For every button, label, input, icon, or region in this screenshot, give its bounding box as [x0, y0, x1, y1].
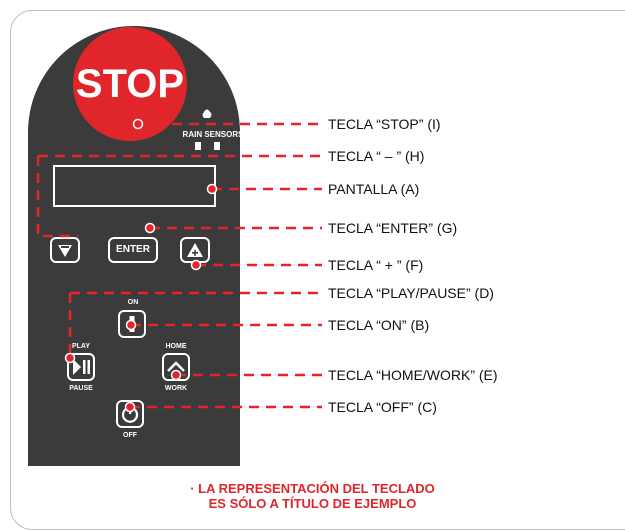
minus-key[interactable]: [50, 237, 80, 263]
callout-dot: [144, 222, 156, 234]
play-caption: PLAY: [71, 343, 91, 350]
pause-caption: PAUSE: [69, 385, 93, 392]
off-caption: OFF: [123, 432, 137, 439]
stop-button[interactable]: [73, 27, 187, 141]
on-caption: ON: [127, 299, 139, 306]
callout-dot: [125, 319, 137, 331]
callout-dot: [206, 183, 218, 195]
work-caption: WORK: [164, 385, 188, 392]
enter-key[interactable]: ENTER: [108, 237, 158, 263]
callout-dot: [190, 259, 202, 271]
callout-dot: [132, 118, 144, 130]
play-pause-icon: [73, 359, 90, 375]
callout-lines: [36, 118, 322, 413]
callout-plus: TECLA “ + ” (F): [328, 257, 424, 273]
rain-sensor-icon: [195, 109, 220, 150]
stop-button-label: STOP: [75, 62, 185, 106]
callout-home-work: TECLA “HOME/WORK” (E): [328, 367, 498, 383]
callout-dot: [64, 352, 76, 364]
callout-stop: TECLA “STOP” (I): [328, 116, 441, 132]
callout-dot: [170, 369, 182, 381]
callout-off: TECLA “OFF” (C): [328, 399, 437, 415]
display-screen: [53, 165, 216, 207]
callout-on: TECLA “ON” (B): [328, 317, 430, 333]
rain-sensors-label: RAIN SENSORS: [182, 130, 244, 139]
callout-play-pause: TECLA “PLAY/PAUSE” (D): [328, 285, 494, 301]
triangle-down-icon: [58, 245, 72, 257]
callout-dot: [124, 401, 136, 413]
footer-note-line2: ES SÓLO A TÍTULO DE EJEMPLO: [208, 496, 417, 511]
callout-enter: TECLA “ENTER” (G): [328, 220, 458, 236]
footer-note-line1: · LA REPRESENTACIÓN DEL TECLADO: [190, 481, 435, 496]
home-work-key[interactable]: [162, 353, 190, 381]
plus-key[interactable]: [180, 237, 210, 263]
off-key[interactable]: [116, 400, 144, 428]
triangle-up-icon: [187, 243, 203, 257]
home-caption: HOME: [165, 343, 187, 350]
callout-minus: TECLA “ – ” (H): [328, 148, 425, 164]
callout-display: PANTALLA (A): [328, 181, 420, 197]
